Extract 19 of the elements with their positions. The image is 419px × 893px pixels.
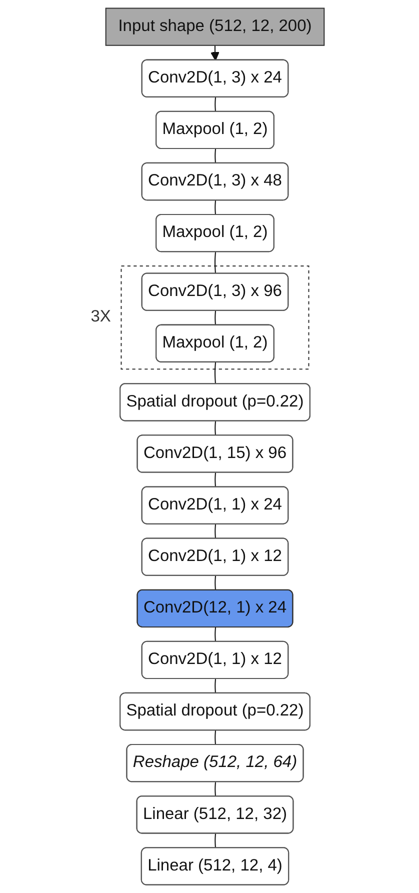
connector bbox=[214, 782, 216, 797]
connector bbox=[214, 252, 216, 274]
connector bbox=[214, 421, 216, 436]
node-box: Input shape (512, 12, 200) bbox=[105, 8, 325, 46]
connector bbox=[214, 362, 216, 384]
connector bbox=[214, 730, 216, 746]
connector bbox=[214, 679, 216, 694]
arrow bbox=[210, 45, 220, 61]
connector bbox=[214, 200, 216, 216]
node-label: 3X bbox=[90, 308, 111, 326]
connector bbox=[214, 472, 216, 488]
connector bbox=[214, 310, 216, 326]
connector bbox=[214, 576, 216, 590]
connector bbox=[214, 148, 216, 164]
connector bbox=[214, 627, 216, 642]
cluster bbox=[120, 266, 310, 370]
connector bbox=[214, 834, 216, 848]
connector bbox=[214, 524, 216, 539]
connector bbox=[214, 97, 216, 112]
